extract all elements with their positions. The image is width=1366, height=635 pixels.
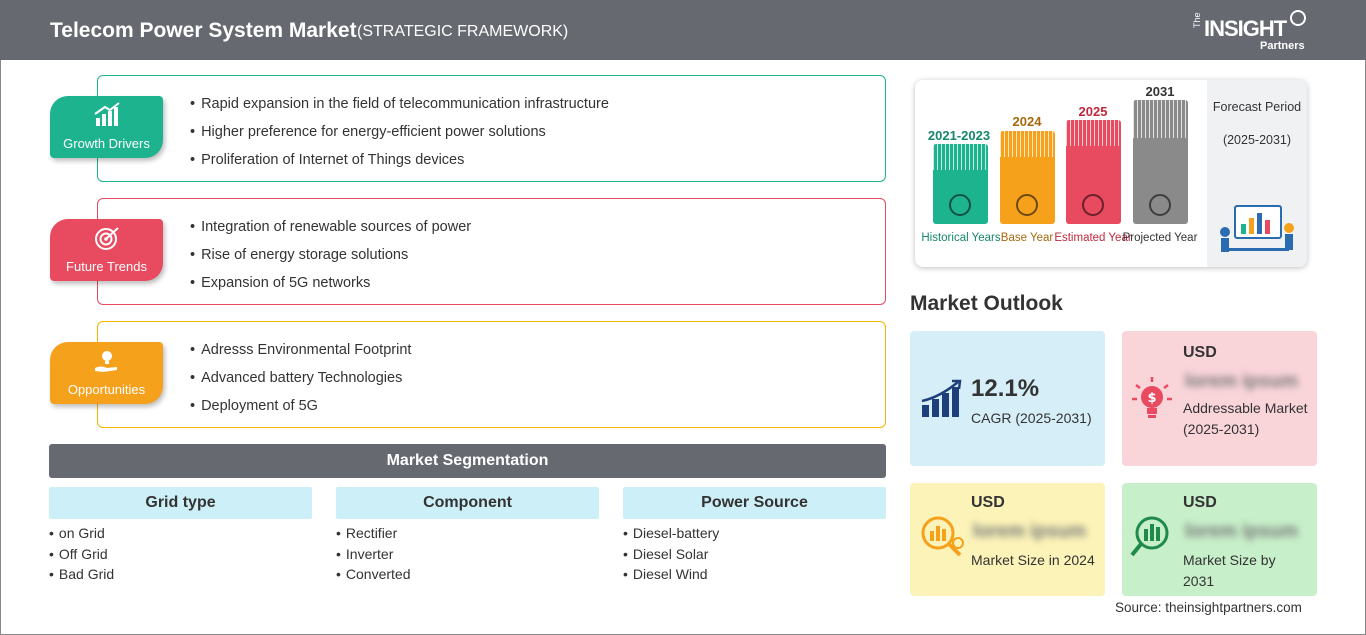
timeline-year-estimated: 2025 <box>1078 104 1108 119</box>
segment-column-power-source: Power Source Diesel-battery Diesel Solar… <box>623 487 886 587</box>
growth-chart-icon <box>94 102 120 126</box>
growth-chart-icon <box>921 379 962 417</box>
market-search-icon <box>1130 516 1169 557</box>
future-trends-list: Integration of renewable sources of powe… <box>190 219 471 303</box>
list-item: Expansion of 5G networks <box>190 275 471 303</box>
list-item: Inverter <box>336 546 599 567</box>
list-item: Diesel Wind <box>623 566 886 587</box>
opportunities-list: Adresss Environmental Footprint Advanced… <box>190 342 411 426</box>
market-segmentation-header: Market Segmentation <box>49 444 886 478</box>
opportunities-badge: Opportunities <box>50 342 163 404</box>
addressable-value: lorem ipsum <box>1185 371 1298 392</box>
addressable-currency: USD <box>1183 344 1217 361</box>
idea-dollar-icon: $ <box>1132 377 1172 418</box>
timeline-caption-estimated: Estimated Year <box>1054 232 1132 244</box>
history-icon <box>949 194 971 216</box>
list-item: Diesel-battery <box>623 525 886 546</box>
list-item: Advanced battery Technologies <box>190 370 411 398</box>
list-item: on Grid <box>49 525 312 546</box>
growth-drivers-list: Rapid expansion in the field of telecomm… <box>190 96 609 180</box>
market-size-2031-card: USD lorem ipsum Market Size by 2031 <box>1122 483 1317 596</box>
page-subtitle: (STRATEGIC FRAMEWORK) <box>357 23 569 40</box>
cagr-label: CAGR (2025-2031) <box>971 410 1092 426</box>
timeline-bar-historical <box>933 144 988 224</box>
list-item: Adresss Environmental Footprint <box>190 342 411 370</box>
segment-title: Component <box>336 487 599 519</box>
growth-drivers-box: Rapid expansion in the field of telecomm… <box>97 75 886 182</box>
timeline-caption-projected: Projected Year <box>1122 232 1198 244</box>
list-item: Rapid expansion in the field of telecomm… <box>190 96 609 124</box>
timeline-bar-projected <box>1133 100 1188 224</box>
lightbulb-hand-icon <box>95 351 117 372</box>
header: Telecom Power System Market (STRATEGIC F… <box>0 0 1366 60</box>
future-trends-label: Future Trends <box>66 259 147 274</box>
market-size-2024-card: USD lorem ipsum Market Size in 2024 <box>910 483 1105 596</box>
timeline-caption-base: Base Year <box>1000 232 1054 244</box>
list-item: Rectifier <box>336 525 599 546</box>
list-item: Deployment of 5G <box>190 398 411 426</box>
list-item: Proliferation of Internet of Things devi… <box>190 152 609 180</box>
timeline-panel: 2021-2023 Historical Years 2024 Base Yea… <box>915 80 1307 267</box>
settings-chart-icon <box>1082 194 1104 216</box>
list-item: Diesel Solar <box>623 546 886 567</box>
target-icon <box>95 227 119 250</box>
timeline-year-projected: 2031 <box>1145 84 1175 99</box>
addressable-market-card: $ USD lorem ipsum Addressable Market (20… <box>1122 331 1317 466</box>
size-2031-label: Market Size by 2031 <box>1183 552 1276 589</box>
growth-drivers-label: Growth Drivers <box>63 136 150 151</box>
forecast-label: Forecast Period <box>1212 100 1302 114</box>
size-2024-value: lorem ipsum <box>973 521 1086 542</box>
market-outlook-title: Market Outlook <box>910 292 1063 315</box>
cagr-card: 12.1% CAGR (2025-2031) <box>910 331 1105 466</box>
size-2024-currency: USD <box>971 494 1005 511</box>
timeline-year-historical: 2021-2023 <box>927 128 991 143</box>
segment-column-grid-type: Grid type on Grid Off Grid Bad Grid <box>49 487 312 587</box>
analytics-people-icon <box>1220 205 1294 252</box>
future-trends-box: Integration of renewable sources of powe… <box>97 198 886 305</box>
forecast-range: (2025-2031) <box>1222 133 1292 147</box>
list-item: Rise of energy storage solutions <box>190 247 471 275</box>
addressable-label: Addressable Market (2025-2031) <box>1183 400 1308 437</box>
size-2031-value: lorem ipsum <box>1185 521 1298 542</box>
timeline-year-base: 2024 <box>1012 114 1042 129</box>
list-item: Converted <box>336 566 599 587</box>
future-trends-badge: Future Trends <box>50 219 163 281</box>
segment-title: Grid type <box>49 487 312 519</box>
timeline-bar-estimated <box>1066 120 1121 224</box>
growth-drivers-badge: Growth Drivers <box>50 96 163 158</box>
opportunities-label: Opportunities <box>67 382 146 397</box>
list-item: Integration of renewable sources of powe… <box>190 219 471 247</box>
forecast-period-panel: Forecast Period (2025-2031) <box>1207 80 1307 267</box>
market-search-icon <box>921 516 964 557</box>
list-item: Higher preference for energy-efficient p… <box>190 124 609 152</box>
segment-title: Power Source <box>623 487 886 519</box>
insight-partners-logo: The INSIGHT Partners <box>1192 10 1312 54</box>
list-item: Bad Grid <box>49 566 312 587</box>
timeline-bar-base <box>1000 131 1055 224</box>
opportunities-box: Adresss Environmental Footprint Advanced… <box>97 321 886 428</box>
size-2024-label: Market Size in 2024 <box>971 552 1095 568</box>
timeline-caption-historical: Historical Years <box>921 232 1001 244</box>
list-item: Off Grid <box>49 546 312 567</box>
segment-column-component: Component Rectifier Inverter Converted <box>336 487 599 587</box>
size-2031-currency: USD <box>1183 494 1217 511</box>
logo-ring-icon <box>1290 10 1306 26</box>
source-citation: Source: theinsightpartners.com <box>1115 600 1302 615</box>
svg-text:$: $ <box>1147 391 1156 406</box>
presentation-icon <box>1149 194 1171 216</box>
cagr-value: 12.1% <box>971 375 1040 402</box>
calendar-icon <box>1016 194 1038 216</box>
page-title: Telecom Power System Market <box>50 19 357 42</box>
